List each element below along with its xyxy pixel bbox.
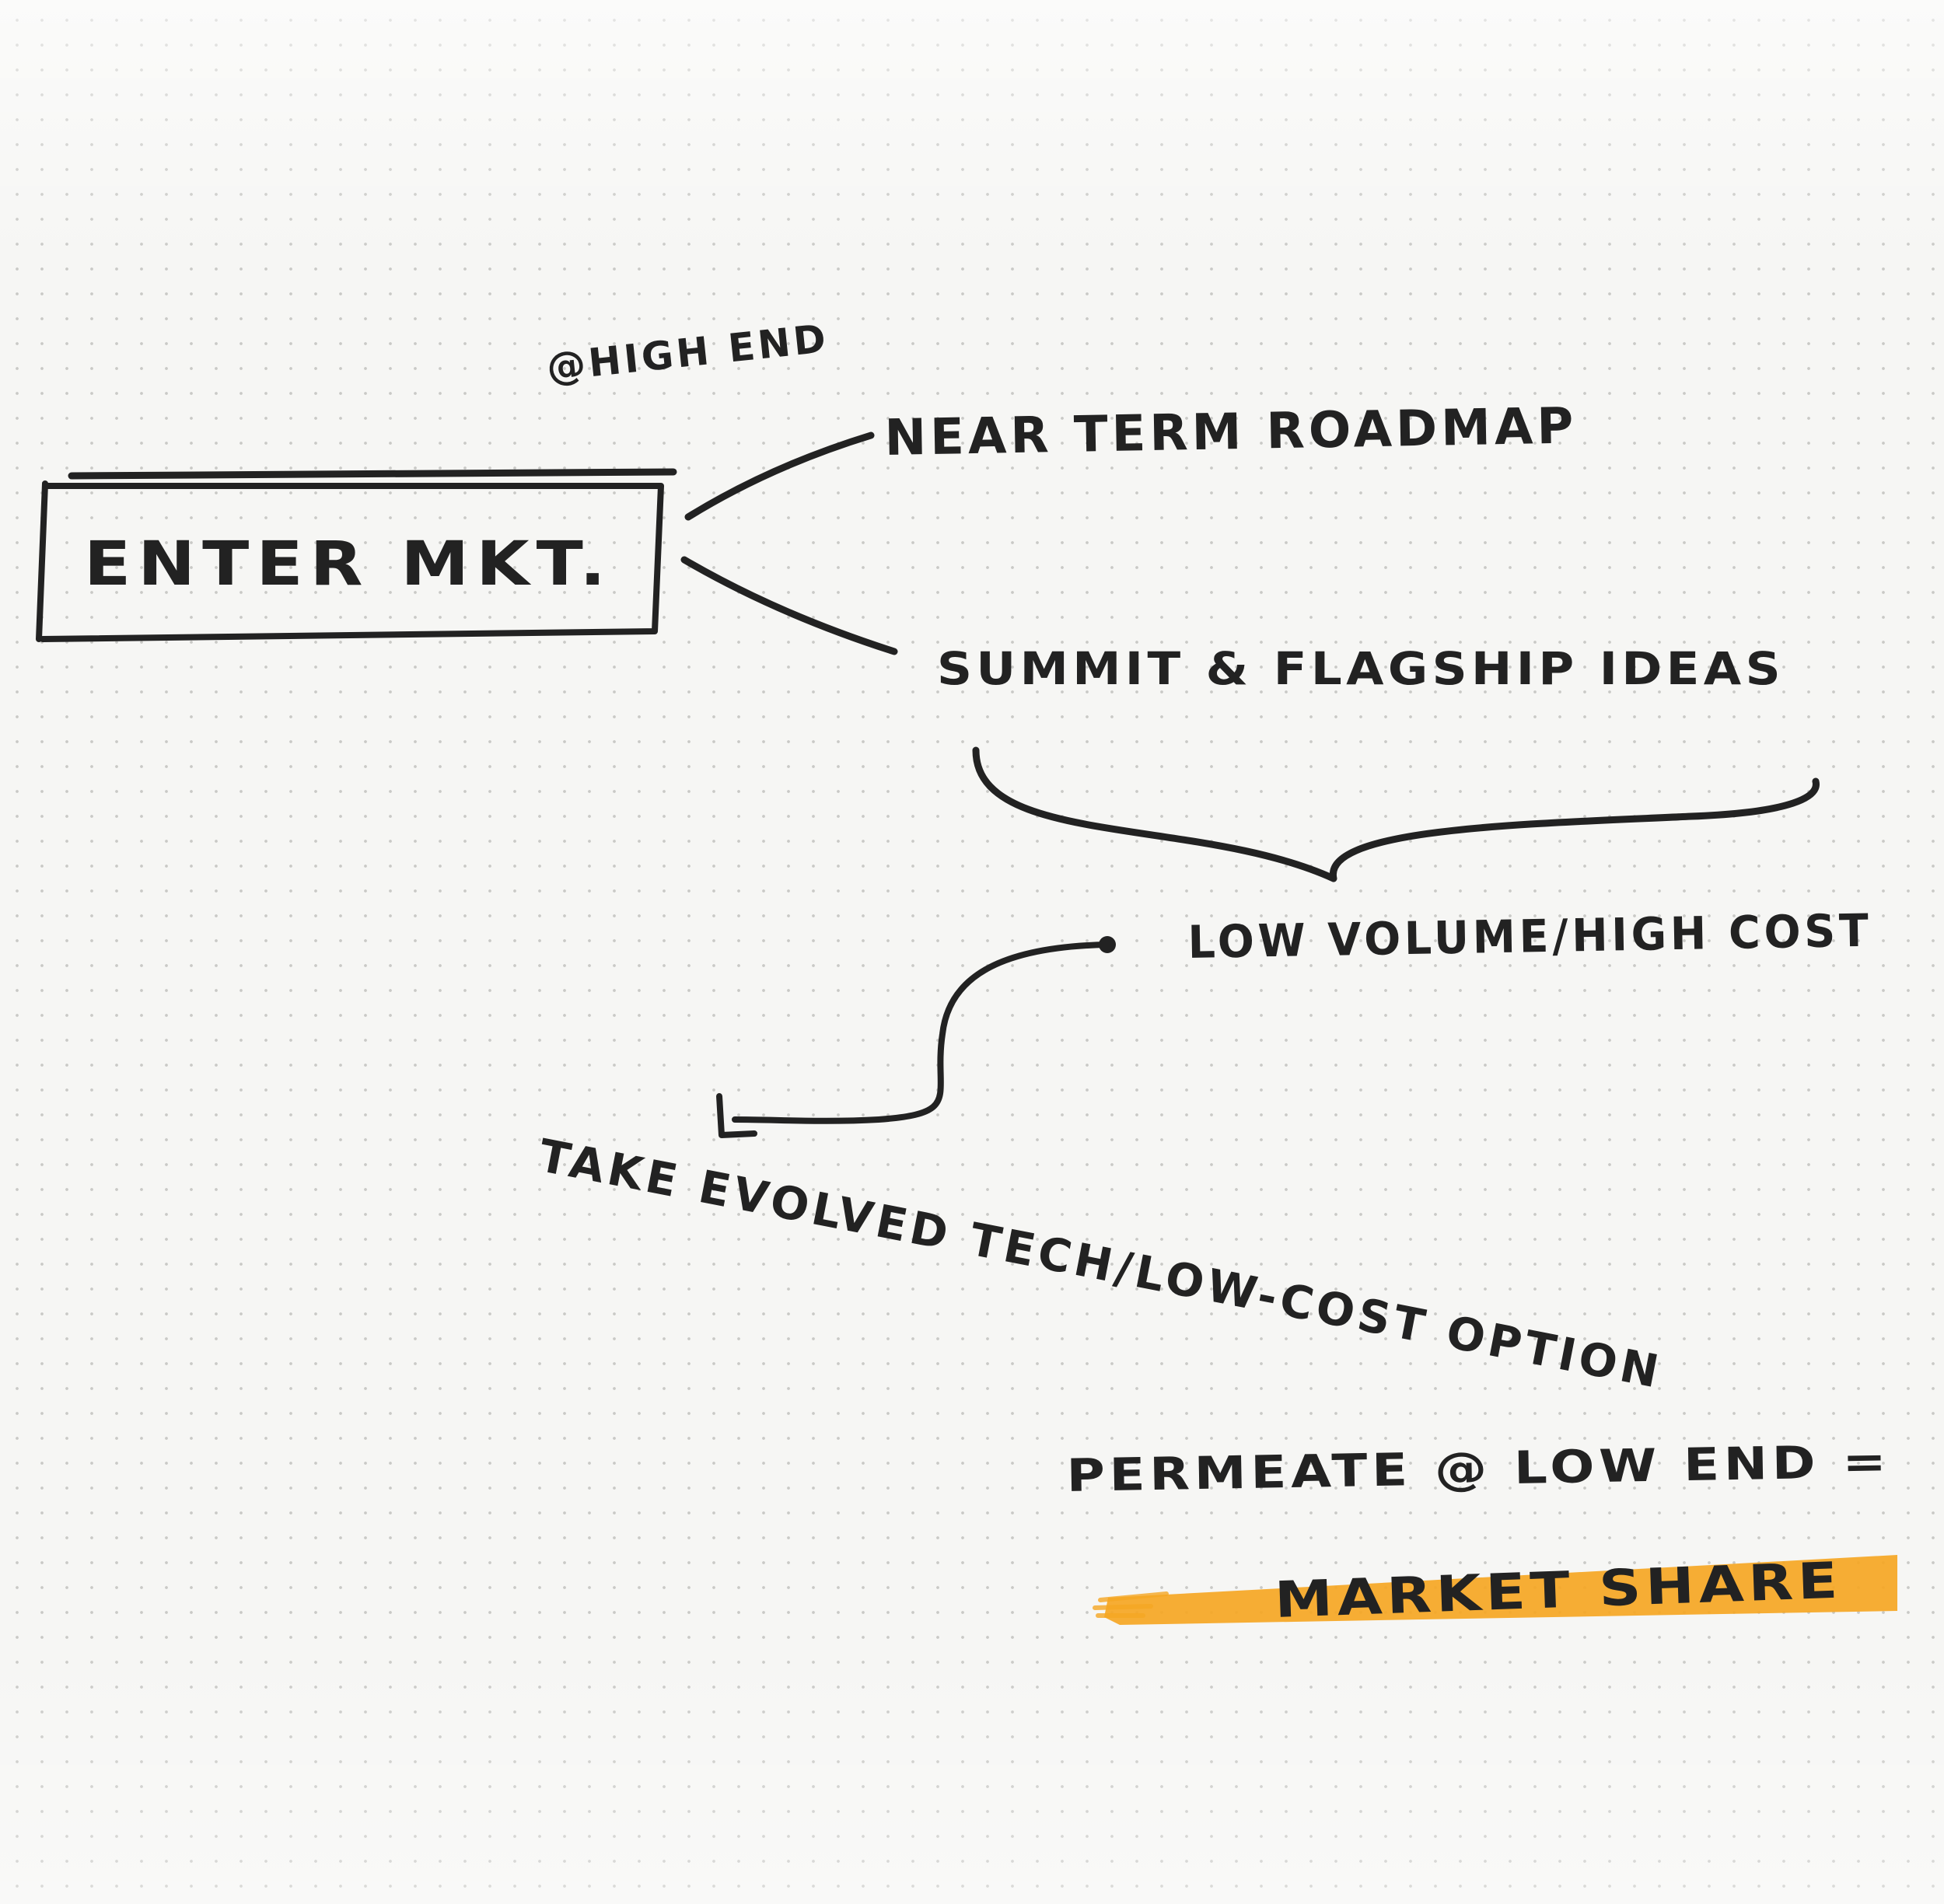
bracket-result-label: LOW VOLUME/HIGH COST: [1187, 904, 1872, 969]
connector-hook: [716, 1093, 757, 1138]
entry-box-top-line: [68, 468, 677, 480]
entry-box-label: ENTER MKT.: [84, 529, 613, 599]
highlighter-stroke: [1104, 1555, 1897, 1625]
conclusion-label: PERMEATE @ LOW END =: [1066, 1435, 1891, 1502]
entry-box-frame: [36, 480, 664, 642]
s-curve-connector: [732, 942, 1110, 1124]
branch-bottom-label: SUMMIT & FLAGSHIP IDEAS: [937, 642, 1785, 695]
branch-line-top: [684, 431, 875, 521]
highlighter-brush-tail: [1093, 1591, 1169, 1618]
entry-note: @HIGH END: [544, 316, 830, 390]
highlight-label: MARKET SHARE: [1274, 1553, 1843, 1630]
branch-top-label: NEAR TERM ROADMAP: [884, 397, 1578, 467]
curly-brace: [972, 746, 1820, 882]
curve-result-label: TAKE EVOLVED TECH/LOW-COST OPTION: [534, 1129, 1666, 1399]
branch-line-bottom: [680, 556, 898, 655]
